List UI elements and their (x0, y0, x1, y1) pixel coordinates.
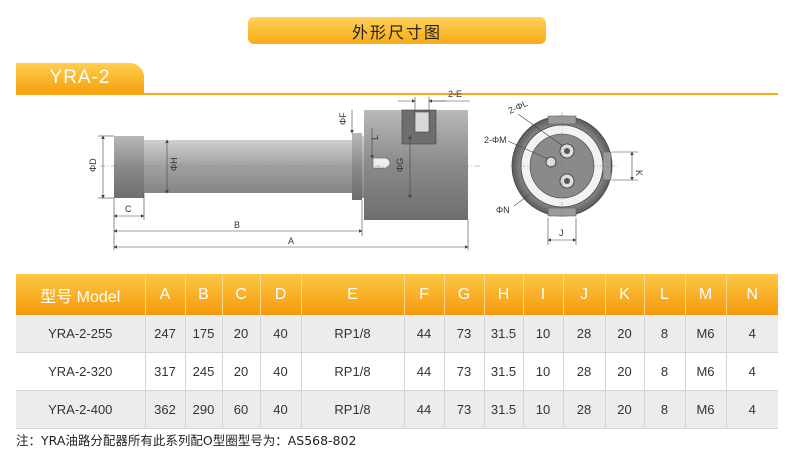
cell: 10 (523, 315, 564, 353)
cell-model: YRA-2-255 (16, 315, 146, 353)
header-n: N (726, 274, 778, 315)
spec-table: 型号 Model A B C D E F G H I J K L M N YRA… (16, 274, 778, 429)
dim-a-label: A (288, 236, 294, 246)
dim-l-label: L (370, 135, 380, 140)
model-tab: YRA-2 (16, 63, 144, 93)
cell: M6 (685, 390, 727, 429)
dim-j-label: J (559, 228, 564, 238)
cell: 73 (444, 390, 485, 429)
cell: 28 (563, 352, 606, 391)
cell: 245 (185, 352, 223, 391)
cell: 20 (222, 315, 261, 353)
table-row: YRA-2-255 247 175 20 40 RP1/8 44 73 31.5… (16, 315, 778, 353)
header-h: H (484, 274, 524, 315)
cell: 31.5 (484, 352, 524, 391)
port-thread (414, 111, 430, 133)
table-header-row: 型号 Model A B C D E F G H I J K L M N (16, 274, 778, 315)
cell: 44 (404, 390, 445, 429)
cell: 44 (404, 352, 445, 391)
header-i: I (523, 274, 564, 315)
side-view (100, 109, 480, 220)
cell: 4 (726, 352, 778, 391)
cell: RP1/8 (301, 390, 405, 429)
cell: 247 (145, 315, 186, 353)
cell-model: YRA-2-400 (16, 390, 146, 429)
cell: 40 (260, 390, 302, 429)
dim-2-phi-m-label: 2-ΦM (484, 135, 507, 145)
cell: 31.5 (484, 315, 524, 353)
header-e: E (301, 274, 405, 315)
table-row: YRA-2-400 362 290 60 40 RP1/8 44 73 31.5… (16, 390, 778, 429)
header-a: A (145, 274, 186, 315)
inner-port (372, 157, 391, 169)
cell: 31.5 (484, 390, 524, 429)
header-g: G (444, 274, 485, 315)
cell: 28 (563, 315, 606, 353)
cell: 40 (260, 352, 302, 391)
cell: 20 (605, 315, 645, 353)
dim-k-label: K (634, 170, 644, 176)
cell: 20 (605, 390, 645, 429)
cell: 8 (644, 352, 686, 391)
flange (352, 133, 362, 200)
cell: 20 (222, 352, 261, 391)
shaft (144, 140, 356, 193)
footnote: 注：YRA油路分配器所有此系列配O型圈型号为：AS568-802 (16, 433, 357, 448)
cell: 20 (605, 352, 645, 391)
cell: RP1/8 (301, 352, 405, 391)
technical-drawing: C B A ΦD ΦH ΦF ΦG L 2-E 2-ΦL (88, 89, 644, 250)
cell: 8 (644, 315, 686, 353)
cell: 73 (444, 352, 485, 391)
header-d: D (260, 274, 302, 315)
header-b: B (185, 274, 223, 315)
dim-phi-g-label: ΦG (395, 158, 405, 172)
cell: 40 (260, 315, 302, 353)
dim-phi-d-label: ΦD (88, 158, 98, 172)
dim-phi-f-label: ΦF (338, 112, 348, 125)
cell: 317 (145, 352, 186, 391)
dim-phi-n-label: ΦN (496, 205, 510, 215)
header-l: L (644, 274, 686, 315)
header-j: J (563, 274, 606, 315)
end-cap (114, 136, 144, 198)
header-m: M (685, 274, 727, 315)
cell: 290 (185, 390, 223, 429)
cell: 175 (185, 315, 223, 353)
dim-c-label: C (125, 204, 132, 214)
cell: 60 (222, 390, 261, 429)
dim-phi-h-label: ΦH (169, 157, 179, 171)
cell: 10 (523, 352, 564, 391)
end-view (510, 112, 620, 222)
cell: M6 (685, 352, 727, 391)
dim-b-label: B (234, 220, 240, 230)
cell: 73 (444, 315, 485, 353)
cell: 4 (726, 390, 778, 429)
cell: M6 (685, 315, 727, 353)
cell: 362 (145, 390, 186, 429)
dim-2e-label: 2-E (448, 89, 462, 99)
cell: 4 (726, 315, 778, 353)
header-f: F (404, 274, 445, 315)
header-k: K (605, 274, 645, 315)
cell: RP1/8 (301, 315, 405, 353)
model-divider (16, 93, 778, 95)
port-hole-left (545, 156, 557, 168)
header-c: C (222, 274, 261, 315)
table-row: YRA-2-320 317 245 20 40 RP1/8 44 73 31.5… (16, 352, 778, 391)
header-model: 型号 Model (16, 274, 146, 315)
dim-2-phi-l-label: 2-ΦL (507, 98, 530, 116)
cell: 10 (523, 390, 564, 429)
cell: 28 (563, 390, 606, 429)
cell: 8 (644, 390, 686, 429)
cell-model: YRA-2-320 (16, 352, 146, 391)
cell: 44 (404, 315, 445, 353)
page-title: 外形尺寸图 (248, 17, 546, 44)
